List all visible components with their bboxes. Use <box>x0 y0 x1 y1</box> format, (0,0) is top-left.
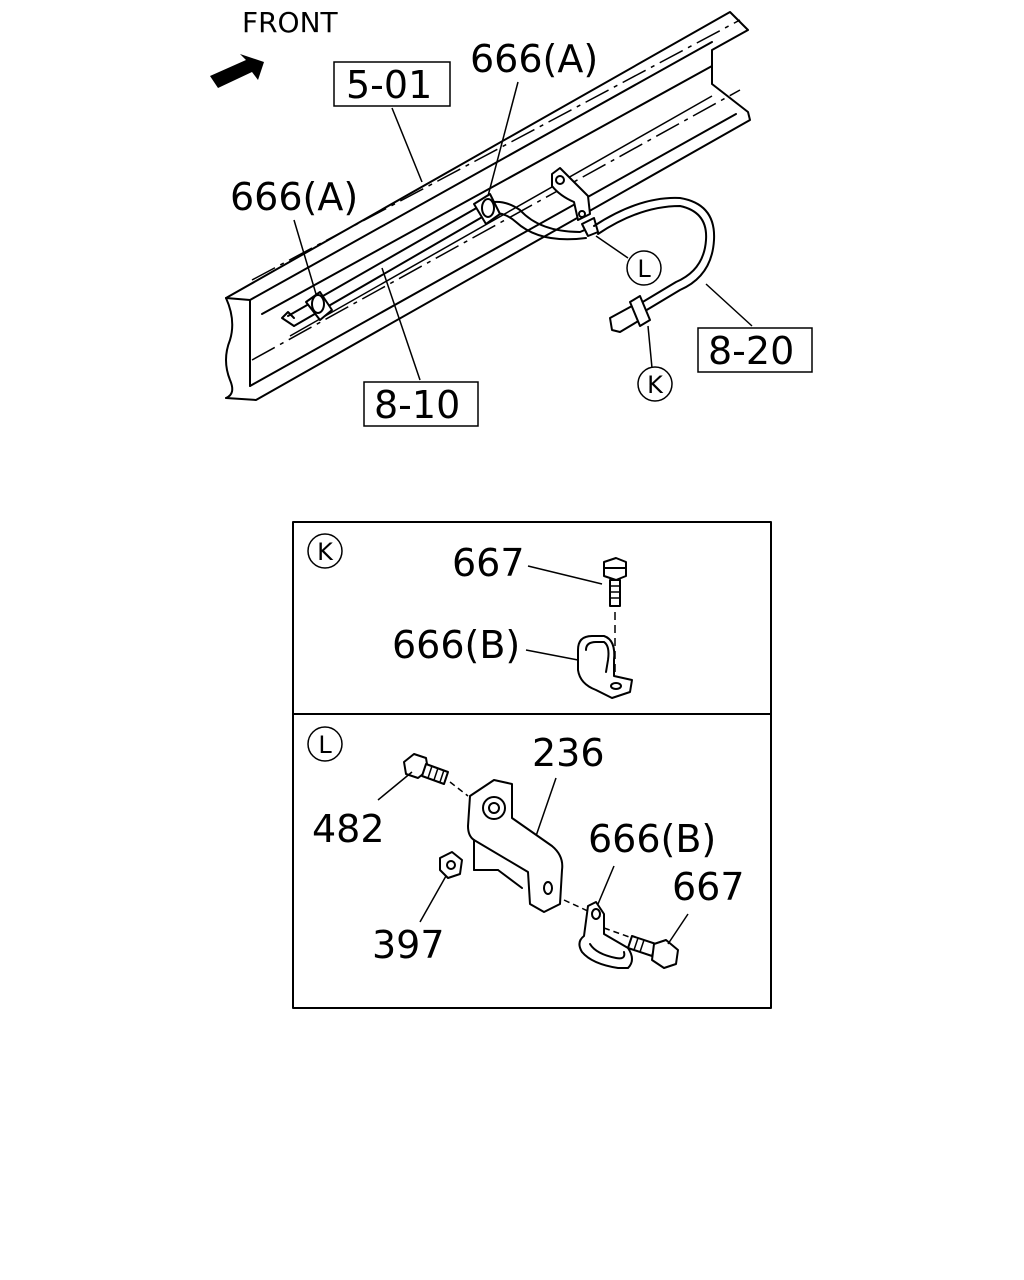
marker-k-circle <box>637 366 673 402</box>
brake-pipe-rear <box>593 196 716 315</box>
detail-l-clip-label: 666(B) <box>588 817 716 861</box>
detail-k-bolt-leader <box>527 565 603 585</box>
detail-l-clip-leader <box>597 865 615 905</box>
detail-k-bolt-label: 667 <box>452 541 525 585</box>
nut-397-icon <box>439 851 463 879</box>
leader-clip-a-right <box>487 81 519 197</box>
bolt-667-icon <box>627 935 679 969</box>
detail-l-bracket-leader <box>535 777 557 837</box>
bracket-l-icon <box>551 167 599 237</box>
detail-k-circle <box>307 533 343 569</box>
detail-l-circle <box>307 726 343 762</box>
frame-rail <box>225 11 751 401</box>
detail-k-clip-label: 666(B) <box>392 623 520 667</box>
marker-k-label: K <box>647 371 664 399</box>
leader-l <box>595 235 629 259</box>
detail-l-bolt-leader <box>377 771 413 801</box>
ref-box-5-01 <box>333 61 451 107</box>
detail-panels-frame <box>292 521 772 1009</box>
leader-5-01 <box>391 107 423 183</box>
ref-pipe-front-label: 8-10 <box>374 383 460 427</box>
detail-l-bolt2-axis <box>603 927 633 939</box>
clip-666b-icon <box>578 901 633 969</box>
marker-l-circle <box>626 250 662 286</box>
detail-k: K 667 666(B) <box>307 533 633 699</box>
detail-l: L 236 482 397 <box>307 726 745 969</box>
leader-k <box>647 325 653 369</box>
detail-l-clip-axis <box>563 899 591 913</box>
bracket-236-icon <box>467 779 564 913</box>
clip-666b-icon <box>577 635 633 699</box>
detail-k-clip-leader <box>525 649 579 661</box>
ref-box-8-10 <box>363 381 479 427</box>
detail-l-bolt-label: 482 <box>312 807 385 851</box>
ref-frame-label: 5-01 <box>346 63 432 107</box>
detail-l-bolt2-leader <box>667 913 689 945</box>
ref-box-8-20 <box>697 327 813 373</box>
ref-pipe-rear-label: 8-20 <box>708 329 794 373</box>
clip-k-icon <box>609 295 651 333</box>
leader-8-10 <box>381 267 421 381</box>
detail-l-nut-label: 397 <box>372 923 445 967</box>
clip-a-right-label: 666(A) <box>470 37 598 81</box>
leader-8-20 <box>705 283 753 327</box>
leader-clip-a-left <box>293 219 317 295</box>
detail-l-bolt2-label: 667 <box>672 865 745 909</box>
bolt-667-icon <box>603 557 627 607</box>
marker-l-label: L <box>637 255 651 283</box>
clip-a-left-icon <box>305 291 333 321</box>
detail-k-marker: K <box>317 538 334 566</box>
clip-a-left-label: 666(A) <box>230 175 358 219</box>
clip-a-right-icon <box>473 193 501 225</box>
front-arrow-icon <box>210 54 264 88</box>
bolt-482-icon <box>403 753 449 785</box>
detail-l-nut-leader <box>419 875 447 923</box>
detail-l-marker: L <box>318 731 332 759</box>
front-label: FRONT <box>242 6 339 39</box>
detail-l-bolt-axis <box>449 781 469 797</box>
detail-l-bracket-label: 236 <box>532 731 605 775</box>
